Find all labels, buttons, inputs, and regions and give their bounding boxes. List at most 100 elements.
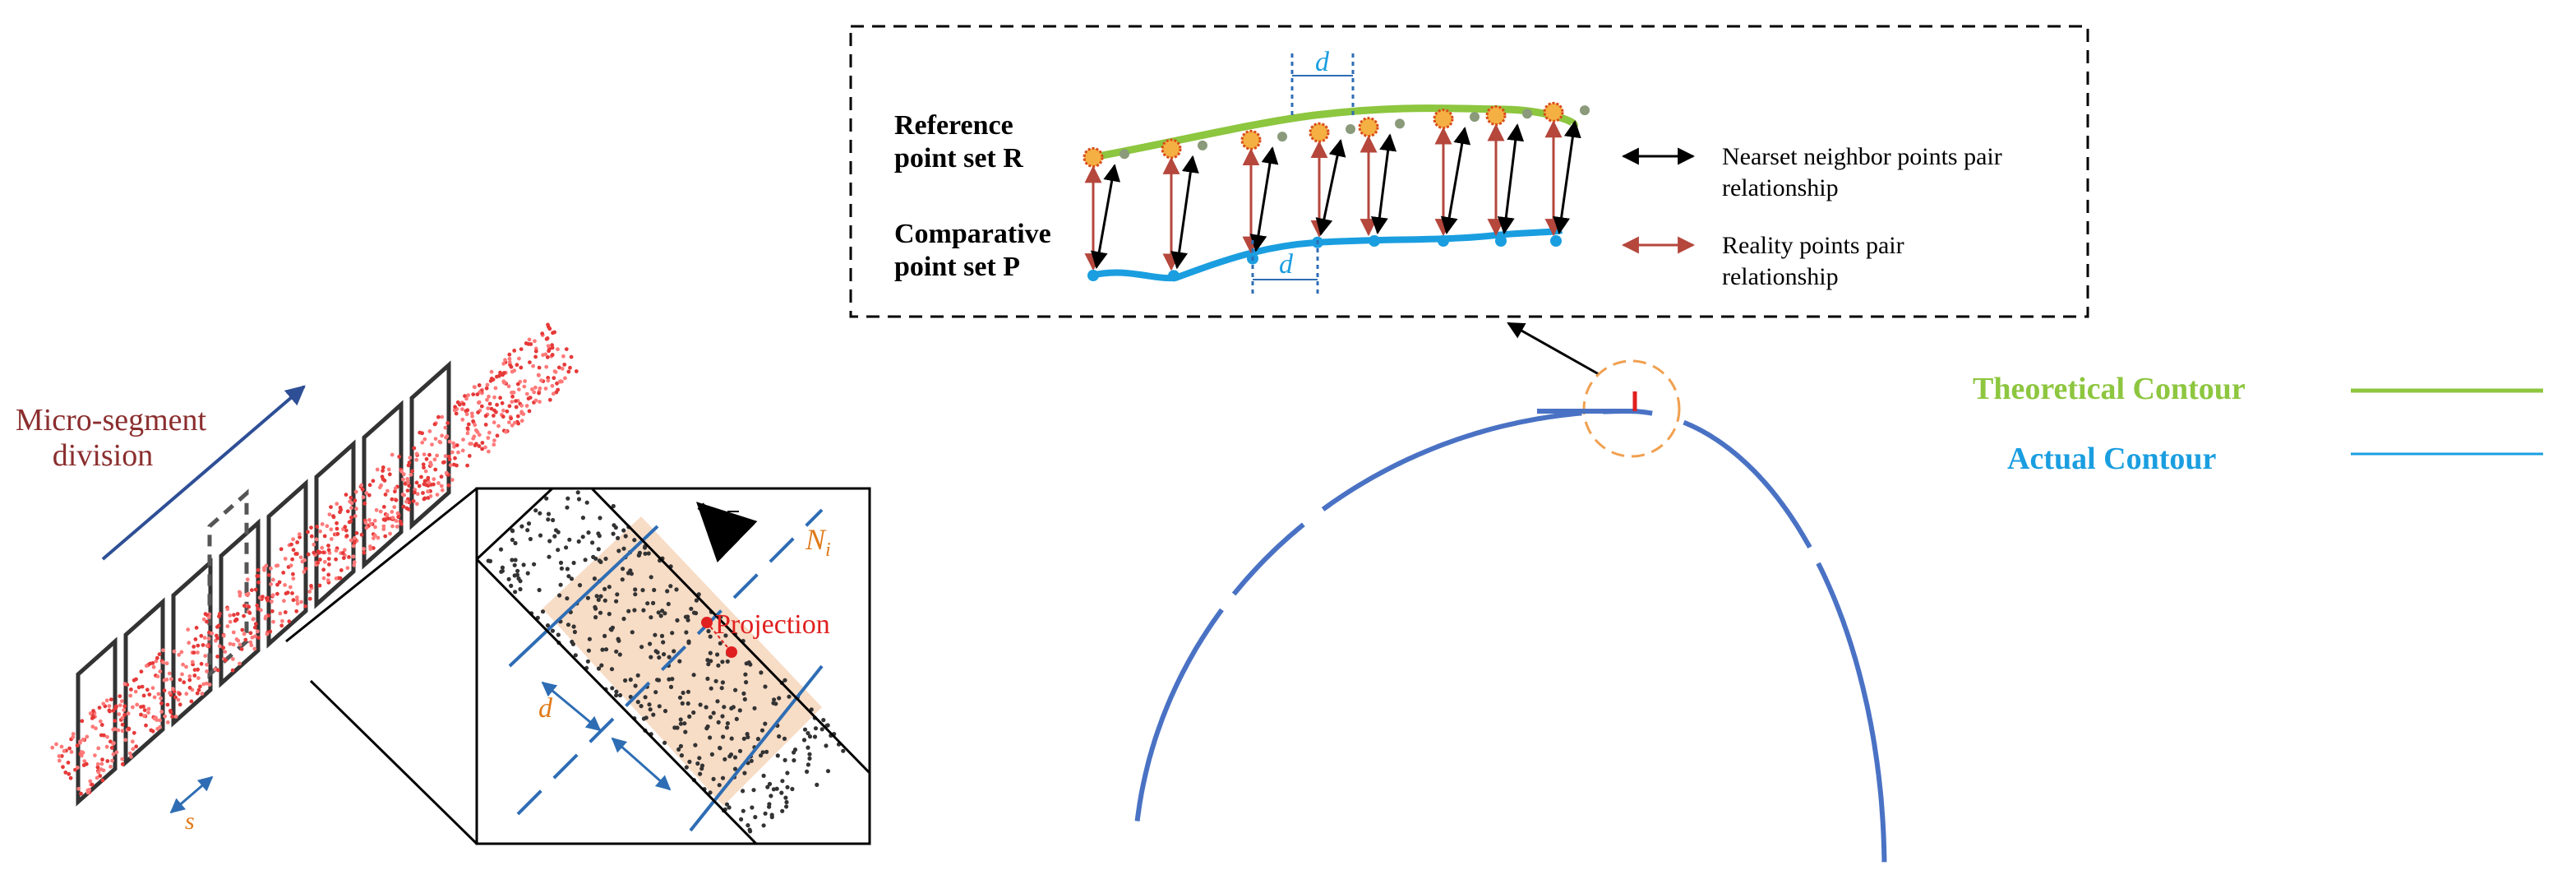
cloud-point (418, 430, 422, 435)
cloud-point (198, 684, 202, 689)
cloud-point (95, 775, 99, 780)
cloud-point (117, 712, 122, 716)
zoom-point (510, 529, 515, 534)
cloud-point (152, 695, 157, 700)
cloud-point (100, 757, 104, 762)
cloud-point (187, 674, 192, 678)
cloud-point (335, 502, 339, 507)
cloud-point (422, 437, 427, 442)
cloud-point (216, 623, 221, 628)
zoom-point (621, 546, 626, 551)
cloud-point (120, 757, 125, 761)
d-dim-upper (541, 681, 602, 732)
cloud-point (510, 423, 515, 428)
cloud-point (373, 525, 377, 530)
cloud-point (232, 613, 236, 618)
zoom-point (662, 709, 668, 714)
cloud-point (298, 555, 303, 560)
cloud-point (550, 353, 555, 357)
zoom-point (732, 766, 738, 771)
cloud-point (472, 385, 477, 389)
strip-edge-upper (477, 488, 554, 561)
comparative-label-line1: Comparative (894, 219, 1051, 249)
cloud-point (479, 404, 484, 409)
zoom-point (626, 609, 631, 613)
cloud-point (85, 790, 90, 795)
plane-line-dashed (516, 508, 824, 816)
zoom-point (729, 736, 734, 741)
cloud-point (57, 754, 62, 758)
cloud-point (494, 410, 498, 414)
zoom-point (639, 645, 644, 650)
cloud-point (338, 576, 343, 581)
zoom-point (614, 693, 619, 698)
cloud-point (510, 400, 515, 404)
cloud-point (538, 386, 542, 391)
cloud-point (69, 750, 74, 754)
cloud-point (82, 759, 87, 763)
zoom-point (580, 535, 585, 539)
zoom-point (725, 659, 730, 664)
zoom-point (645, 601, 650, 606)
comparative-point (1550, 235, 1562, 247)
zoom-point (596, 666, 602, 671)
reference-points (1083, 101, 1590, 168)
cloud-point (393, 489, 397, 494)
zoom-point (518, 586, 523, 592)
cloud-point (291, 572, 295, 576)
cloud-point (432, 422, 437, 427)
zoom-point (564, 545, 569, 550)
zoom-point (586, 648, 592, 653)
cloud-point (199, 661, 204, 666)
slice-frame-dashed (207, 488, 249, 679)
cloud-point (256, 636, 261, 640)
zoom-frame (475, 487, 871, 845)
cloud-point (471, 419, 475, 423)
cloud-point (173, 715, 178, 719)
cloud-point (79, 791, 83, 796)
cloud-point (344, 528, 349, 533)
cloud-point (467, 454, 472, 458)
cloud-point (381, 524, 386, 529)
cloud-point (326, 572, 331, 577)
reference-point (1240, 129, 1262, 150)
cloud-point (248, 640, 253, 645)
zoom-point (626, 571, 631, 576)
cloud-point (235, 612, 240, 616)
cloud-point (201, 643, 205, 647)
cloud-point (158, 724, 163, 729)
cloud-point (50, 745, 55, 750)
cloud-point (139, 669, 144, 674)
cloud-point (400, 492, 405, 497)
cloud-point (352, 562, 357, 567)
zoom-point (777, 696, 782, 701)
zoom-point (708, 790, 713, 795)
cloud-point (386, 467, 391, 472)
cloud-point (423, 469, 428, 474)
cloud-point (164, 678, 169, 682)
cloud-point (170, 715, 175, 719)
cloud-point (207, 683, 212, 687)
cloud-point (406, 479, 410, 484)
zoom-point (721, 734, 726, 739)
cloud-point (537, 365, 542, 370)
dashed-frame (849, 25, 2089, 318)
cloud-point (395, 525, 399, 529)
cloud-point (307, 596, 312, 601)
nearest-pair-arrow (1553, 119, 1581, 235)
cloud-point (345, 566, 350, 571)
zoom-point (792, 758, 796, 763)
cloud-point (81, 738, 85, 742)
cloud-point (510, 394, 515, 399)
zoom-point (722, 757, 727, 761)
cloud-point (192, 650, 196, 655)
zoom-point (686, 701, 690, 706)
cloud-point (75, 743, 80, 747)
cloud-point (71, 732, 76, 736)
cloud-point (242, 632, 247, 636)
zoom-point (722, 705, 727, 710)
zoom-panel: d n Ni Projection (475, 487, 871, 845)
cloud-point (114, 750, 119, 755)
cloud-point (156, 692, 161, 697)
cloud-point (122, 704, 127, 709)
